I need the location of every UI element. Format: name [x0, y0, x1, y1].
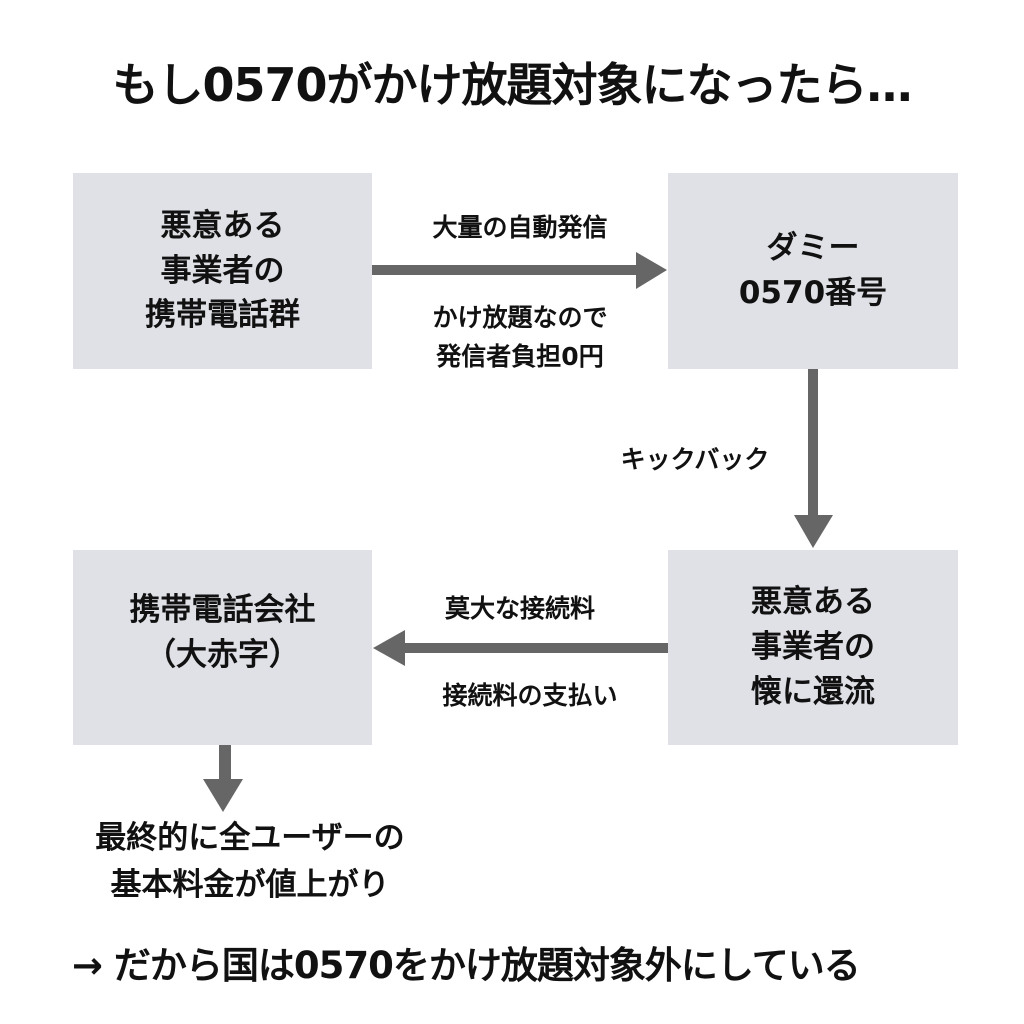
- node-text: 携帯電話群: [145, 297, 300, 334]
- node-dummy-number: ダミー 0570番号: [668, 173, 958, 369]
- diagram-title: もし0570がかけ放題対象になったら…: [112, 58, 912, 112]
- node-text: 事業者の: [160, 252, 285, 289]
- node-text: 悪意ある: [160, 207, 285, 244]
- arrow-left-icon: [373, 630, 668, 666]
- node-text: （大赤字）: [145, 636, 300, 673]
- arrow-down-icon: [203, 745, 243, 812]
- edge-label-text: 莫大な接続料: [444, 594, 595, 623]
- arrow-right-icon: [372, 252, 667, 289]
- node-text: ダミー: [766, 230, 860, 267]
- edge-label-auto-calls: 大量の自動発信: [372, 209, 668, 248]
- node-text: 0570番号: [738, 275, 888, 311]
- result-line: 基本料金が値上がり: [110, 866, 390, 903]
- result-text: 最終的に全ユーザーの 基本料金が値上がり: [40, 815, 460, 908]
- node-text: 懐に還流: [751, 673, 875, 710]
- edge-label-text: 接続料の支払い: [442, 681, 618, 710]
- result-line: 最終的に全ユーザーの: [95, 820, 405, 856]
- conclusion-text: → だから国は0570をかけ放題対象外にしている: [72, 944, 861, 987]
- node-malicious-phones: 悪意ある 事業者の 携帯電話群: [73, 173, 372, 369]
- edge-label-free-calls: かけ放題なので 発信者負担0円: [372, 299, 668, 377]
- node-text: 携帯電話会社: [129, 591, 316, 628]
- edge-label-kickback: キックバック: [590, 441, 800, 480]
- edge-label-text: 大量の自動発信: [432, 213, 608, 242]
- edge-label-text: 発信者負担0円: [436, 341, 604, 371]
- edge-label-text: キックバック: [620, 445, 770, 474]
- arrow-down-icon: [794, 369, 833, 548]
- node-text: 悪意ある: [751, 584, 875, 621]
- edge-label-fee-payment: 接続料の支払い: [382, 677, 678, 716]
- node-carrier: 携帯電話会社 （大赤字）: [73, 550, 372, 745]
- node-text: 事業者の: [751, 629, 875, 666]
- node-malicious-pocket: 悪意ある 事業者の 懐に還流: [668, 550, 958, 745]
- edge-label-text: かけ放題なので: [432, 303, 608, 332]
- edge-label-huge-fees: 莫大な接続料: [372, 590, 668, 629]
